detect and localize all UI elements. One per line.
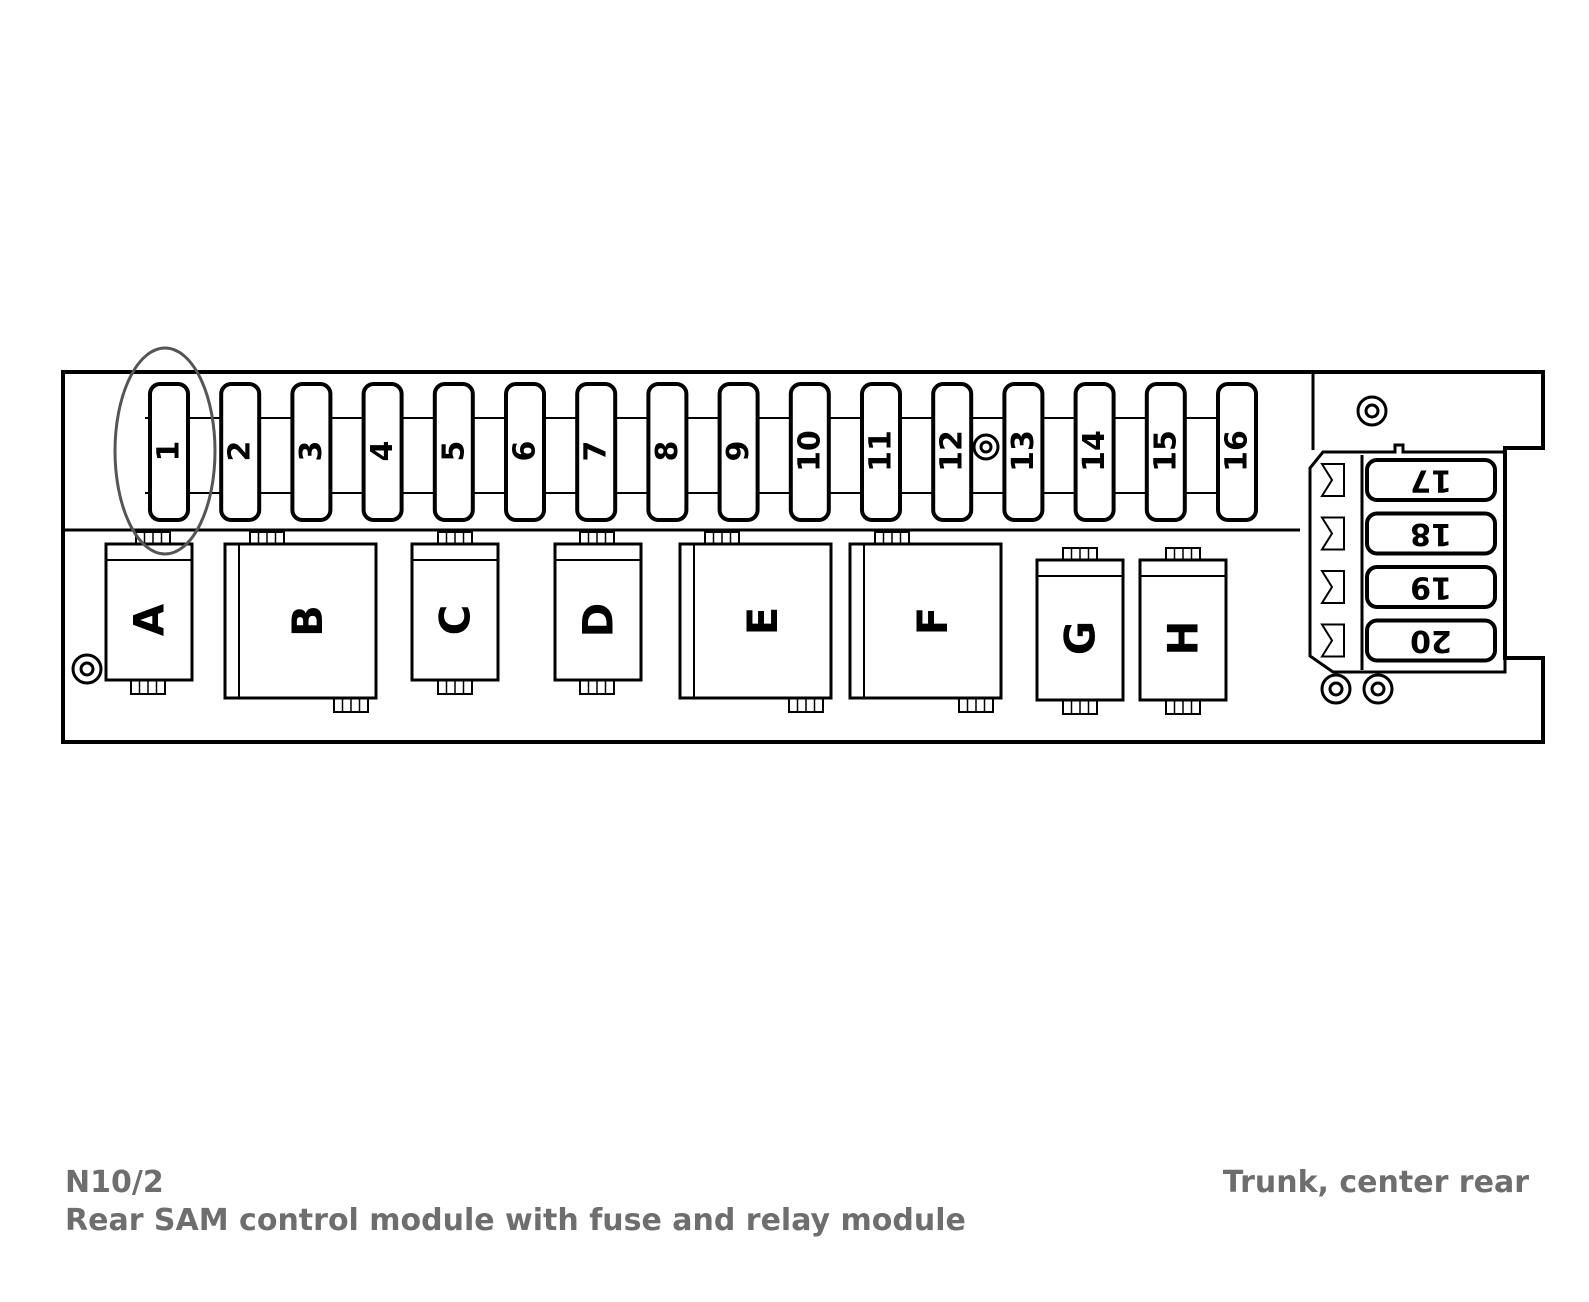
fuse-label: 17 bbox=[1410, 463, 1452, 498]
relay-label: B bbox=[283, 605, 332, 637]
module-description: Rear SAM control module with fuse and re… bbox=[65, 1203, 966, 1238]
fuse-latch bbox=[1320, 463, 1345, 497]
fuse-18[interactable]: 18 bbox=[1320, 511, 1497, 556]
side-fuse-bracket bbox=[1308, 443, 1507, 674]
relay-label: G bbox=[1056, 621, 1105, 655]
fuse-3[interactable]: 3 bbox=[290, 382, 333, 522]
fuse-label: 2 bbox=[223, 441, 258, 462]
fuse-label: 8 bbox=[650, 441, 685, 462]
relay-label: C bbox=[431, 605, 480, 636]
fuse-label: 20 bbox=[1410, 623, 1452, 658]
fuse-16[interactable]: 16 bbox=[1216, 382, 1258, 522]
relay-g[interactable]: G bbox=[1035, 547, 1125, 715]
relay-b[interactable]: B bbox=[223, 531, 378, 713]
relay-h[interactable]: H bbox=[1138, 547, 1228, 715]
fuse-4[interactable]: 4 bbox=[361, 382, 404, 522]
fuse-13[interactable]: 13 bbox=[1002, 382, 1045, 522]
relay-a[interactable]: A bbox=[104, 531, 194, 695]
module-location: Trunk, center rear bbox=[1222, 1165, 1529, 1200]
fuse-label: 4 bbox=[365, 441, 400, 462]
fuse-1[interactable]: 1 bbox=[148, 382, 190, 522]
fuse-label: 9 bbox=[721, 441, 756, 462]
relay-row: A B C D E F G H bbox=[104, 531, 1228, 715]
fuse-14[interactable]: 14 bbox=[1073, 382, 1116, 522]
relay-c[interactable]: C bbox=[410, 531, 500, 695]
relay-label: F bbox=[908, 607, 957, 636]
fuse-8[interactable]: 8 bbox=[646, 382, 689, 522]
fuse-17[interactable]: 17 bbox=[1320, 458, 1497, 502]
relay-label: E bbox=[738, 607, 787, 636]
screw-icon bbox=[1356, 395, 1388, 427]
fuse-label: 3 bbox=[294, 441, 329, 462]
fuse-20[interactable]: 20 bbox=[1320, 618, 1497, 663]
fuse-10[interactable]: 10 bbox=[788, 382, 831, 522]
fuse-9[interactable]: 9 bbox=[717, 382, 760, 522]
relay-f[interactable]: F bbox=[848, 531, 1003, 713]
fuse-7[interactable]: 7 bbox=[575, 382, 618, 522]
fuse-5[interactable]: 5 bbox=[432, 382, 475, 522]
screw-icon bbox=[71, 653, 103, 685]
highlight-ellipse bbox=[113, 346, 217, 556]
fuse-label: 16 bbox=[1220, 430, 1255, 472]
fuse-label: 12 bbox=[935, 430, 970, 472]
relay-d[interactable]: D bbox=[553, 531, 643, 695]
fuse-label: 15 bbox=[1148, 430, 1183, 472]
screw-icon bbox=[1320, 673, 1352, 705]
fuse-11[interactable]: 11 bbox=[860, 382, 902, 522]
fuse-15[interactable]: 15 bbox=[1144, 382, 1187, 522]
fuse-label: 11 bbox=[864, 430, 899, 472]
fuse-label: 6 bbox=[508, 441, 543, 462]
fuse-label: 14 bbox=[1077, 430, 1112, 472]
fuse-12[interactable]: 12 bbox=[931, 382, 974, 522]
relay-e[interactable]: E bbox=[678, 531, 833, 713]
fuse-2[interactable]: 2 bbox=[219, 382, 262, 522]
fuse-label: 10 bbox=[792, 430, 827, 472]
screw-icon bbox=[1362, 673, 1394, 705]
fuse-label: 13 bbox=[1006, 430, 1041, 472]
fuse-label: 5 bbox=[436, 441, 471, 462]
fuse-column-side: 17 18 19 20 bbox=[1320, 458, 1497, 663]
relay-label: D bbox=[574, 603, 623, 638]
fuse-label: 7 bbox=[579, 441, 614, 462]
fuse-label: 19 bbox=[1410, 570, 1452, 605]
fuse-19[interactable]: 19 bbox=[1320, 565, 1497, 609]
fuse-label: 1 bbox=[152, 441, 187, 462]
fuse-latch bbox=[1320, 623, 1345, 658]
module-code: N10/2 bbox=[65, 1165, 164, 1200]
screw-icon bbox=[972, 433, 1000, 461]
relay-label: A bbox=[125, 603, 174, 636]
fuse-6[interactable]: 6 bbox=[504, 382, 546, 522]
fuse-label: 18 bbox=[1410, 516, 1452, 551]
fuse-latch bbox=[1320, 516, 1345, 551]
relay-label: H bbox=[1159, 620, 1208, 655]
fuse-latch bbox=[1320, 570, 1345, 604]
